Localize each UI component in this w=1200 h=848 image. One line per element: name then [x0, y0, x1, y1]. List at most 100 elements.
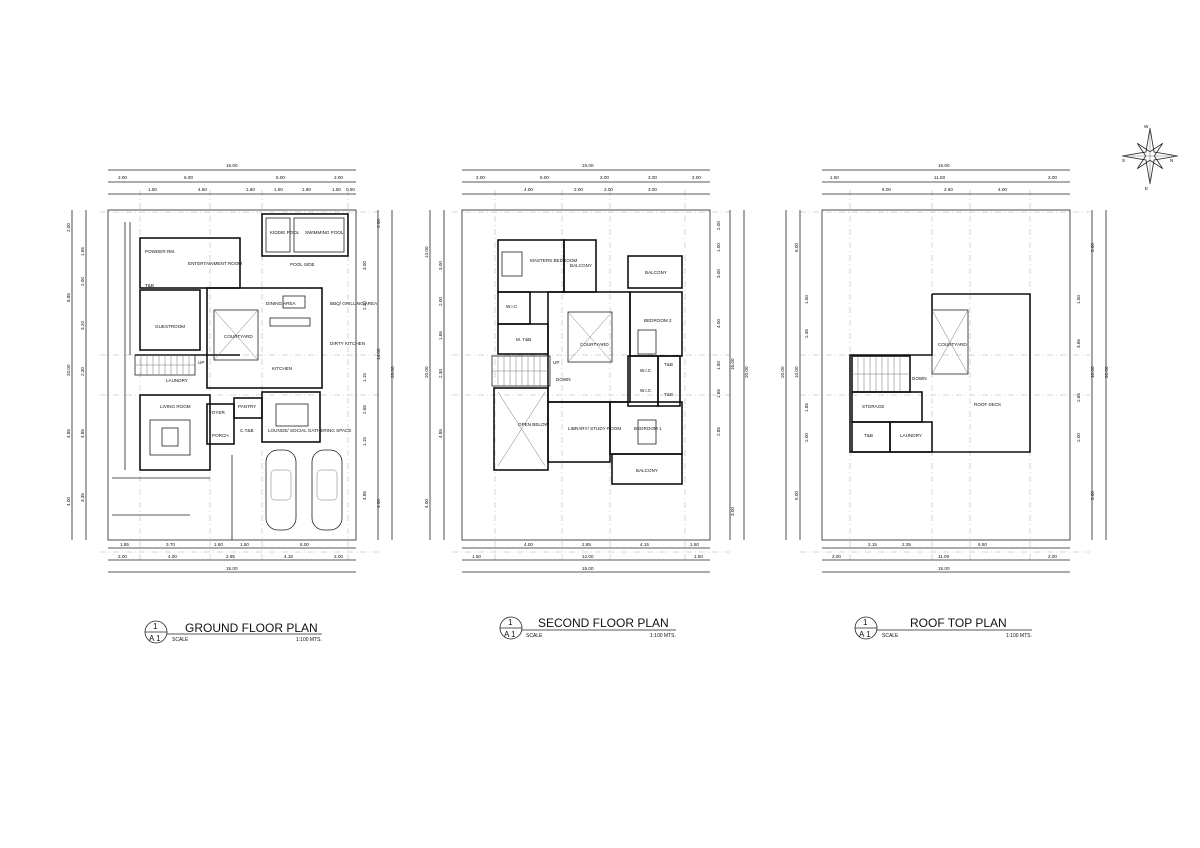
- dimension-text: 4.85: [438, 429, 443, 438]
- dimension-text: 1.00: [716, 243, 721, 252]
- dimension-text: 1.50: [214, 542, 223, 547]
- dimension-text: 20.00: [744, 366, 749, 378]
- dimension-text: 1.50: [148, 187, 157, 192]
- roof-room-label: ROOF DECK: [974, 402, 1002, 407]
- compass-s: S: [1122, 158, 1125, 163]
- roof-title-block: 1 A 1 ROOF TOP PLAN SCALE 1:100 MTS.: [854, 616, 1032, 640]
- dimension-text: 15.00: [226, 163, 238, 168]
- dimension-text: 2.30: [438, 369, 443, 378]
- scale-label: SCALE: [526, 633, 543, 639]
- roof-stairs: [851, 355, 911, 393]
- dimension-text: 2.35: [902, 542, 911, 547]
- ground-room-label: LIVING ROOM: [160, 404, 191, 409]
- dimension-text: 2.60: [944, 187, 953, 192]
- ground-room-label: POOL SIDE: [290, 262, 315, 267]
- dimension-text: 4.00: [424, 499, 429, 508]
- dimension-text: 2.00: [716, 221, 721, 230]
- dimension-text: 2.35: [804, 329, 809, 338]
- dimension-text: 3.00: [648, 187, 657, 192]
- second-room-label: M. T&B: [516, 337, 531, 342]
- dimension-text: 6.50: [978, 542, 987, 547]
- dimension-text: 3.00: [438, 261, 443, 270]
- dimension-text: 10.00: [1090, 366, 1095, 378]
- ground-room-label: T&B: [145, 283, 154, 288]
- dimension-text: 1.65: [716, 389, 721, 398]
- ground-room-label: PORCH: [212, 433, 229, 438]
- dimension-text: 3.00: [362, 261, 367, 270]
- dimension-text: 2.00: [376, 219, 381, 228]
- second-room-label: BALCONY: [570, 263, 592, 268]
- ground-room-label: POWDER RM.: [145, 249, 175, 254]
- dimension-text: 1.50: [332, 187, 341, 192]
- roof-top-plan: COURTYARD DOWN ROOF DECK STORAGE T&B LAU…: [780, 163, 1109, 640]
- dimension-text: 5.00: [794, 491, 799, 500]
- scale-label: SCALE: [882, 633, 899, 639]
- dimension-text: 4.00: [376, 499, 381, 508]
- dimension-text: 3.00: [730, 507, 735, 516]
- dimension-text: 20.00: [390, 366, 395, 378]
- plan-title: SECOND FLOOR PLAN: [538, 616, 669, 630]
- ground-room-label: SWIMMING POOL: [305, 230, 344, 235]
- ground-room-label: BBQ/ GRILLING AREA: [330, 301, 378, 306]
- dimension-text: 6.00: [794, 243, 799, 252]
- second-stairs: [491, 355, 551, 387]
- dimension-text: 1.60: [274, 187, 283, 192]
- ground-room-label: C.T&B: [240, 428, 254, 433]
- dimension-text: 2.00: [118, 554, 127, 559]
- dimension-text: 1.65: [438, 331, 443, 340]
- sheet-number: A 1: [504, 630, 516, 639]
- detail-number: 1: [863, 618, 868, 627]
- dimension-text: 3.00: [716, 269, 721, 278]
- dimension-text: 1.50: [716, 361, 721, 370]
- dimension-text: 2.00: [66, 223, 71, 232]
- detail-number: 1: [508, 618, 513, 627]
- dimension-text: 1.50: [240, 542, 249, 547]
- dimension-text: 4.00: [524, 542, 533, 547]
- ground-room-label: DINING AREA: [266, 301, 297, 306]
- scale-value: 1:100 MTS.: [296, 637, 322, 643]
- plan-title: ROOF TOP PLAN: [910, 616, 1007, 630]
- ground-room-label: FOYER: [209, 410, 226, 415]
- dimension-text: 3.20: [80, 321, 85, 330]
- dimension-text: 15.00: [938, 566, 950, 571]
- dimension-text: 6.00: [184, 175, 193, 180]
- second-room-label: LIBRARY/ STUDY ROOM: [568, 426, 621, 431]
- second-room-label: OPEN BELOW: [518, 422, 550, 427]
- second-room-label: MASTERS BEDROOM: [530, 258, 577, 263]
- dimension-text: 4.00: [524, 187, 533, 192]
- second-room-label: W.I.C: [640, 368, 652, 373]
- roof-room-label: LAUNDRY: [900, 433, 922, 438]
- sheet-number: A 1: [149, 634, 161, 643]
- second-room-label: BEDROOM 1: [634, 426, 662, 431]
- detail-number: 1: [153, 622, 158, 631]
- dimension-text: 5.00: [1090, 491, 1095, 500]
- roof-room-label: COURTYARD: [938, 342, 967, 347]
- dimension-text: 1.85: [804, 403, 809, 412]
- dimension-text: 2.00: [438, 297, 443, 306]
- dimension-text: 8.85: [66, 293, 71, 302]
- dimension-text: 0.50: [346, 187, 355, 192]
- dimension-text: 4.85: [80, 429, 85, 438]
- dimension-text: 16.00: [730, 358, 735, 370]
- dimension-text: 2.00: [832, 554, 841, 559]
- dimension-text: 4.85: [362, 491, 367, 500]
- second-room-label: T&B: [664, 362, 673, 367]
- ground-stairs: [134, 354, 196, 376]
- dimension-text: 2.15: [868, 542, 877, 547]
- ground-room-label: GUESTROOM: [155, 324, 185, 329]
- dimension-text: 2.00: [1048, 175, 1057, 180]
- second-room-label: W.I.C: [640, 388, 652, 393]
- dimension-text: 2.00: [804, 433, 809, 442]
- scale-value: 1:100 MTS.: [1006, 633, 1032, 639]
- ground-room-label: LOUNGE/ SOCIAL GATHERING SPACE: [268, 428, 351, 433]
- dimension-text: 1.50: [1076, 295, 1081, 304]
- ground-room-label: DIRTY KITCHEN: [330, 341, 365, 346]
- dimension-text: 2.00: [80, 277, 85, 286]
- second-room-label: DOWN: [556, 377, 571, 382]
- compass-n: N: [1170, 158, 1173, 163]
- ground-room-label: KIDDIE POOL: [270, 230, 300, 235]
- dimension-text: 4.00: [998, 187, 1007, 192]
- dimension-text: 1.65: [80, 247, 85, 256]
- dimension-text: 10.00: [794, 366, 799, 378]
